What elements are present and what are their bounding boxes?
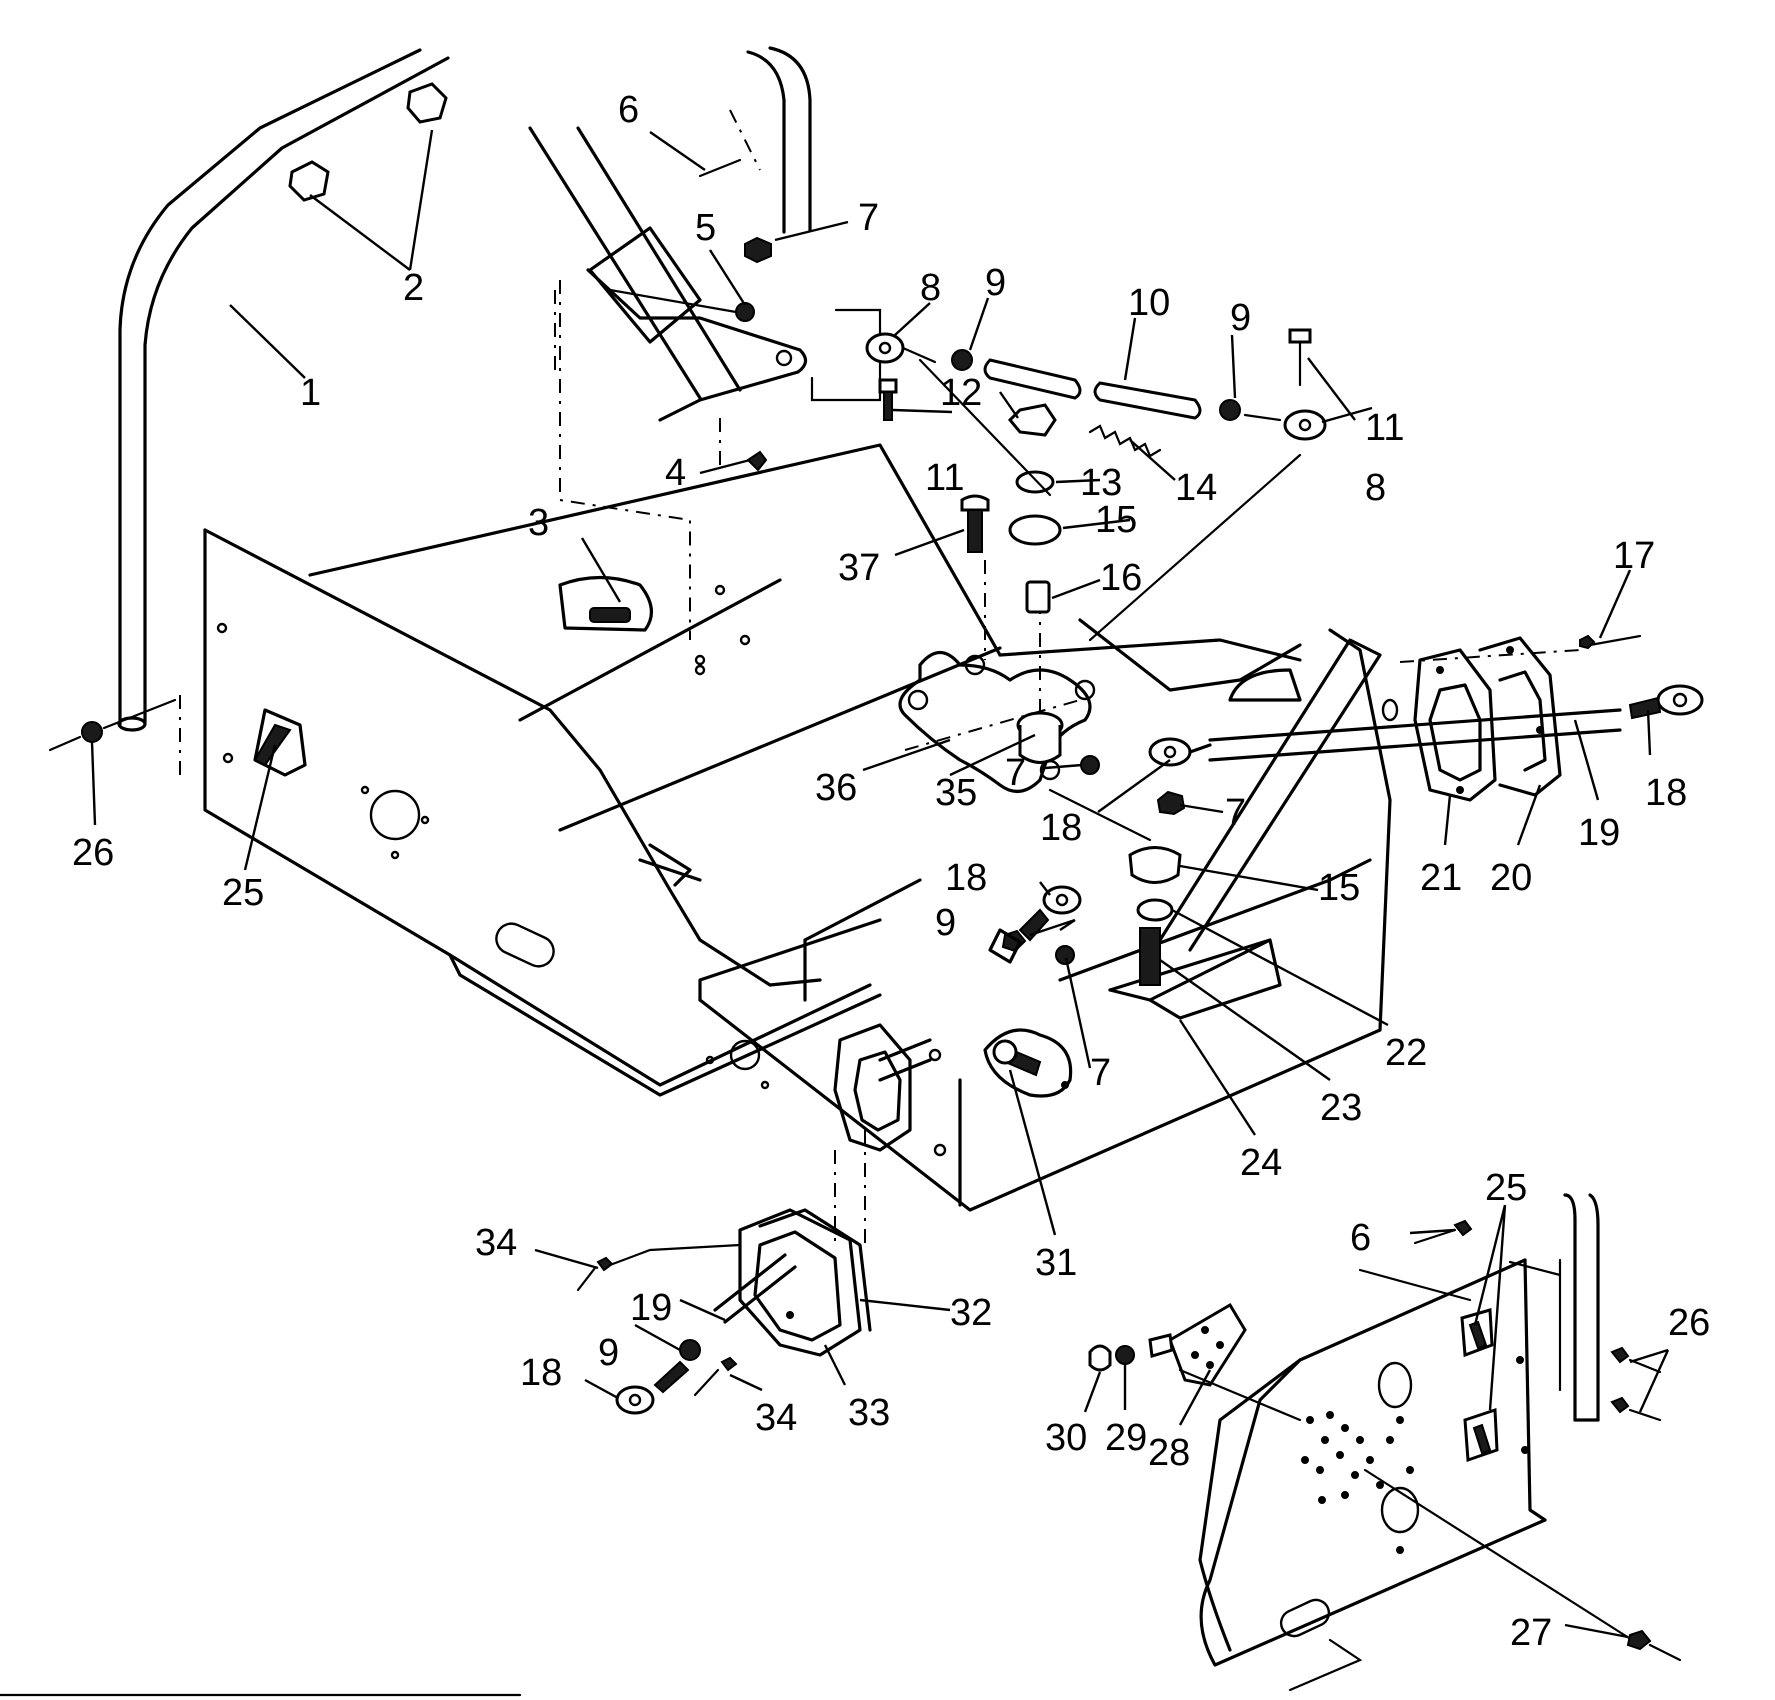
- callout-10: 10: [1128, 282, 1170, 324]
- callout-7-bracket: 7: [1005, 752, 1026, 794]
- callout-15-top: 15: [1095, 499, 1137, 541]
- callout-18-center: 18: [945, 857, 987, 899]
- callout-3: 3: [528, 502, 549, 544]
- callout-9-top-right: 9: [1230, 297, 1251, 339]
- tie-rod-assembly-part: [608, 158, 1327, 660]
- side-plate-left-part: [253, 708, 307, 777]
- lower-tie-rod-part: [988, 684, 1704, 986]
- callout-7-top: 7: [858, 197, 879, 239]
- callout-1: 1: [300, 372, 321, 414]
- callout-11-left: 11: [925, 457, 964, 499]
- callout-28: 28: [1148, 1432, 1190, 1474]
- callout-21: 21: [1420, 857, 1462, 899]
- callout-9-lower: 9: [598, 1332, 619, 1374]
- callout-11-right: 11: [1365, 407, 1404, 449]
- callout-8-left: 8: [920, 267, 941, 309]
- left-spindle-plates-part: [576, 1023, 932, 1415]
- callout-25-inset: 25: [1485, 1167, 1527, 1209]
- callout-5: 5: [695, 207, 716, 249]
- callout-9-top-left: 9: [985, 262, 1006, 304]
- body-outline-upper: [729, 46, 882, 402]
- callout-34-lower: 34: [755, 1397, 797, 1439]
- leader-lines: [90, 129, 1670, 1639]
- bumper-bar-part: [117, 48, 450, 732]
- callout-18-mid: 18: [1040, 807, 1082, 849]
- callout-2: 2: [403, 267, 424, 309]
- callout-31: 31: [1035, 1242, 1077, 1284]
- callout-26-inset: 26: [1668, 1302, 1710, 1344]
- callout-19-lower: 19: [630, 1287, 672, 1329]
- callout-24: 24: [1240, 1142, 1282, 1184]
- callout-12: 12: [940, 372, 982, 414]
- callout-32: 32: [950, 1292, 992, 1334]
- callout-15-lower: 15: [1318, 867, 1360, 909]
- callout-16: 16: [1100, 557, 1142, 599]
- frame-body-part: [179, 280, 1399, 1212]
- callout-26-left: 26: [72, 832, 114, 874]
- callout-7-lower: 7: [1090, 1052, 1111, 1094]
- callout-19-right: 19: [1578, 812, 1620, 854]
- callout-34-upper: 34: [475, 1222, 517, 1264]
- callout-8-right: 8: [1365, 467, 1386, 509]
- callout-36: 36: [815, 767, 857, 809]
- callout-labels: 1 2 3 4 5 6 6 7 7 7 7 8 8 9 9 9 9 10 11 …: [72, 89, 1710, 1654]
- callout-4: 4: [665, 452, 686, 494]
- callout-7-right: 7: [1225, 792, 1246, 834]
- bumper-clips-part: [288, 82, 448, 202]
- callout-23: 23: [1320, 1087, 1362, 1129]
- callout-20: 20: [1490, 857, 1532, 899]
- callout-29: 29: [1105, 1417, 1147, 1459]
- callout-17: 17: [1613, 535, 1655, 577]
- plate-bolt-part: [558, 575, 653, 632]
- bumper-bolt-part: [48, 698, 177, 752]
- callout-9-mid: 9: [935, 902, 956, 944]
- callout-35: 35: [935, 772, 977, 814]
- callout-37: 37: [838, 547, 880, 589]
- right-spindle-plates-part: [1399, 634, 1642, 802]
- callout-25-left: 25: [222, 872, 264, 914]
- callout-6-top: 6: [618, 89, 639, 131]
- callout-6-inset: 6: [1350, 1217, 1371, 1259]
- inset-side-panel-part: [1088, 1193, 1682, 1692]
- front-spindle-part: [983, 1028, 1073, 1098]
- callout-22: 22: [1385, 1032, 1427, 1074]
- callout-18-lower: 18: [520, 1352, 562, 1394]
- callout-14: 14: [1175, 467, 1217, 509]
- callout-13: 13: [1080, 462, 1122, 504]
- callout-27: 27: [1510, 1612, 1552, 1654]
- steering-post-part: [528, 126, 808, 470]
- callout-18-right: 18: [1645, 772, 1687, 814]
- steering-bracket-part: [898, 600, 1096, 793]
- callout-30: 30: [1045, 1417, 1087, 1459]
- callout-33: 33: [848, 1392, 890, 1434]
